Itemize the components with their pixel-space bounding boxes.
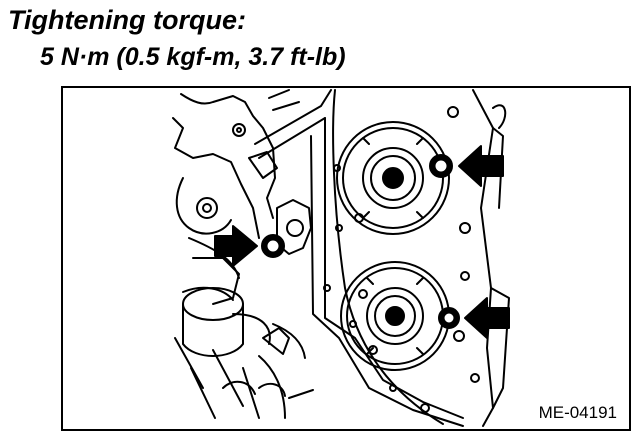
figure-code: ME-04191 bbox=[536, 403, 619, 423]
torque-title: Tightening torque: bbox=[8, 5, 246, 35]
bolt-icon bbox=[438, 307, 460, 329]
engine-drawing bbox=[172, 89, 510, 427]
torque-spec: 5 N·m (0.5 kgf-m, 3.7 ft-lb) bbox=[40, 43, 346, 71]
camshaft-cover-panel bbox=[332, 89, 510, 427]
hose-lines bbox=[222, 380, 314, 399]
bolt-icon bbox=[429, 154, 453, 178]
bolt-icon bbox=[261, 234, 285, 258]
lower-camshaft-sprocket bbox=[340, 261, 450, 371]
upper-camshaft-sprocket bbox=[336, 121, 450, 235]
solid-arrow-icon bbox=[458, 145, 504, 187]
solid-arrow-icon bbox=[214, 225, 258, 267]
engine-illustration: ME-04191 bbox=[61, 86, 631, 431]
solid-arrow-icon bbox=[464, 297, 510, 339]
